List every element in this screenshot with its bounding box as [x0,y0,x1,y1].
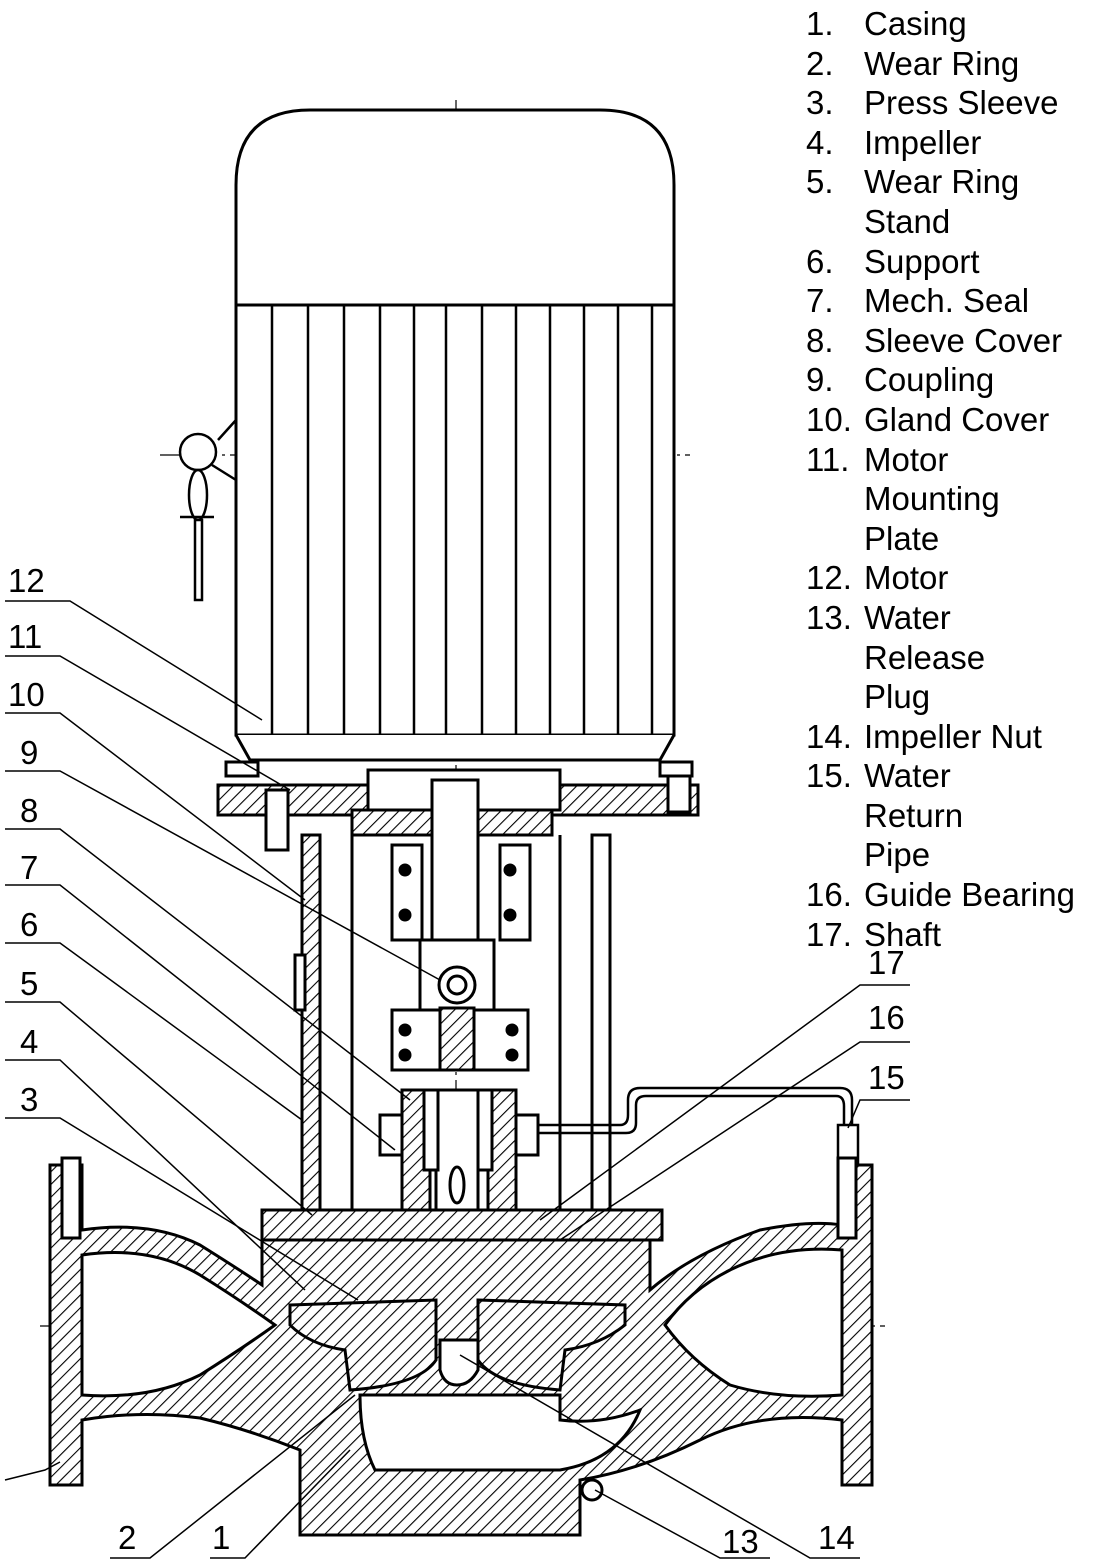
legend-label: Press Sleeve [864,84,1059,122]
legend-label: Motor [864,559,949,597]
legend-label: Guide Bearing [864,876,1075,914]
legend-number: 11. [806,440,850,478]
legend-item: 8. Sleeve Cover [806,321,1106,361]
legend-item: 3. Press Sleeve [806,83,1106,123]
legend-number: 6. [806,242,834,280]
legend-label: Casing [864,5,967,42]
motor [234,108,676,762]
legend-number: 3. [806,84,834,122]
callout-8: 8 [20,792,39,829]
legend-label: Support [864,242,980,280]
callout-16: 16 [868,999,905,1036]
callout-14: 14 [818,1519,855,1556]
legend-number: 15. [806,757,852,795]
water-return-pipe [538,1086,860,1167]
callout-4: 4 [20,1023,39,1060]
legend-number: 10. [806,400,852,438]
parts-legend: 1. Casing 2. Wear Ring 3. Press Sleeve 4. Im… [806,4,1106,954]
legend-number: 12. [806,559,852,597]
legend-number: 8. [806,321,834,359]
legend-label: Mech. Seal [864,282,1030,320]
legend-item: 10. Gland Cover [806,400,1106,440]
legend-number: 9. [806,361,834,399]
legend-label: Wear Ring Stand [864,163,1020,240]
callout-3: 3 [20,1081,39,1118]
legend-label: Coupling [864,361,995,399]
callout-17: 17 [868,944,905,981]
legend-label: Impeller [864,123,982,161]
legend-item: 1. Casing [806,4,1106,44]
legend-item: 14. Impeller Nut [806,717,1106,757]
callout-11: 11 [8,618,43,655]
coupling [390,778,532,1072]
callout-1: 1 [212,1519,231,1556]
callout-13: 13 [722,1523,759,1560]
legend-label: Impeller Nut [864,717,1042,755]
leader-lines [4,600,910,1559]
legend-item: 9. Coupling [806,360,1106,400]
legend-item: 2. Wear Ring [806,44,1106,84]
callout-12: 12 [8,562,45,599]
legend-item: 12. Motor [806,558,1106,598]
legend-item: 7. Mech. Seal [806,281,1106,321]
legend-number: 16. [806,876,852,914]
callout-5: 5 [20,965,39,1002]
legend-label: Motor Mounting Plate [864,440,1000,557]
legend-number: 14. [806,717,852,755]
legend-label: Sleeve Cover [864,321,1063,359]
legend-label: Wear Ring [864,44,1020,82]
legend-item: 16. Guide Bearing [806,875,1106,915]
legend-number: 7. [806,282,834,320]
legend-item: 4. Impeller [806,123,1106,163]
impeller [260,1208,664,1392]
callout-15: 15 [868,1059,905,1096]
callout-7: 7 [20,849,39,886]
callout-2: 2 [118,1519,137,1556]
legend-item: 11. Motor Mounting Plate [806,440,1076,559]
legend-number: 5. [806,163,834,201]
legend-number: 13. [806,598,852,636]
legend-item: 5. Wear Ring Stand [806,162,1046,241]
legend-label: Shaft [864,915,942,953]
support-frame [293,833,612,1232]
legend-item: 17. Shaft [806,915,1106,955]
legend-number: 1. [806,5,834,42]
legend-label: Water Release Plug [864,598,986,716]
legend-number: 17. [806,915,852,953]
legend-item: 6. Support [806,242,1106,282]
legend-item: 13. Water Release Plug [806,598,1056,717]
legend-item: 15. Water Return Pipe [806,756,1036,875]
legend-label: Gland Cover [864,400,1050,438]
callout-6: 6 [20,906,39,943]
callout-9: 9 [20,734,39,771]
legend-label: Water Return Pipe [864,757,964,874]
callout-10: 10 [8,676,45,713]
legend-number: 2. [806,44,834,82]
legend-number: 4. [806,123,834,161]
lifting-eye [178,419,237,602]
